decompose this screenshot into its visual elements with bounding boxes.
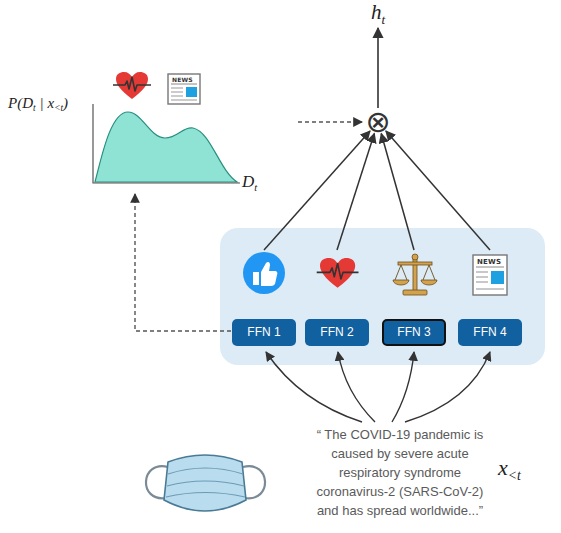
- dashed-arrow: [298, 121, 362, 122]
- operator-node: ⊗: [363, 107, 393, 137]
- expert-label: FFN 3: [382, 319, 446, 346]
- distribution-plot: [93, 104, 240, 183]
- expert-node: FFN 3: [380, 250, 448, 346]
- distribution-plot: [93, 104, 240, 183]
- connector-arrow: [386, 131, 490, 250]
- heart-icon: [113, 77, 151, 91]
- probability-label: ): [63, 95, 68, 111]
- input-text: “ The COVID-19 pandemic is caused by sev…: [317, 427, 484, 518]
- input-arrow: [266, 352, 490, 422]
- output-arrow: [377, 28, 379, 108]
- icon-text: NEWS: [172, 76, 193, 83]
- input-symbol: x<t: [498, 455, 521, 484]
- output-symbol: h: [371, 0, 382, 24]
- mask-illustration: [146, 455, 265, 511]
- distribution-plot: [95, 112, 237, 182]
- subscript: t: [382, 12, 386, 27]
- news-icon: [476, 271, 488, 272]
- scales-icon: [412, 254, 418, 260]
- scales-icon: [393, 280, 409, 285]
- thumbs-up-icon: [243, 252, 285, 294]
- heart-icon: [317, 258, 359, 288]
- news-icon: [171, 99, 197, 100]
- news-icon: [171, 91, 183, 92]
- scales-icon: [398, 262, 432, 265]
- mask-illustration: [243, 466, 265, 498]
- icon-text: NEWS: [477, 258, 501, 266]
- news-icon: [476, 288, 504, 289]
- subscript: t: [254, 182, 257, 193]
- thumbs-up-icon: [253, 272, 259, 285]
- probability-label: | x: [40, 95, 55, 111]
- connector-arrow: [337, 133, 374, 250]
- news-icon: [476, 281, 488, 282]
- probability-label: P(Dt | x<t): [8, 95, 68, 113]
- connector-arrow: [381, 134, 414, 250]
- heart-icon: [317, 264, 359, 279]
- news-icon: [171, 95, 183, 96]
- scales-icon: [395, 265, 435, 280]
- input-symbol: x: [498, 455, 508, 480]
- scales-icon: [403, 290, 427, 295]
- connector-arrow: [264, 131, 370, 250]
- experts-panel: [220, 228, 545, 365]
- dashed-arrow: [135, 194, 231, 331]
- icon-text: NEWS: [477, 258, 501, 266]
- news-icon: [168, 74, 200, 104]
- expert-node: FFN 2: [303, 250, 371, 346]
- expert-node: FFN 1: [230, 250, 298, 346]
- thumbs-up-icon: [253, 262, 277, 286]
- thumbs-up-icon: [261, 262, 277, 286]
- input-arrow: [405, 352, 490, 422]
- expert-label: FFN 2: [305, 319, 369, 346]
- operator-symbol: ⊗: [363, 107, 393, 137]
- subscript: t: [33, 103, 36, 113]
- probability-label: P(D: [8, 95, 33, 111]
- output-symbol: ht: [371, 0, 385, 28]
- input-text: “ The COVID-19 pandemic is caused by sev…: [306, 425, 494, 520]
- news-icon: [476, 267, 504, 268]
- news-icon: [168, 74, 200, 104]
- news-icon: [473, 255, 507, 295]
- expert-label: FFN 1: [232, 319, 296, 346]
- axis-label: Dt: [242, 172, 257, 193]
- thumbs-up-icon: [243, 252, 285, 294]
- input-arrow: [266, 352, 362, 422]
- heart-icon: [113, 72, 151, 99]
- news-icon: [171, 87, 183, 88]
- mask-illustration: [166, 468, 245, 497]
- scales-icon: [393, 254, 437, 295]
- input-arrow: [392, 352, 414, 422]
- expert-label: FFN 4: [458, 319, 522, 346]
- news-icon: [491, 271, 504, 284]
- input-arrow: [338, 352, 375, 422]
- scales-icon: [421, 280, 437, 285]
- news-icon: [476, 276, 488, 277]
- subscript: <t: [508, 468, 521, 483]
- news-icon: [171, 84, 197, 85]
- axis-label: D: [242, 172, 254, 191]
- news-icon: [186, 87, 197, 97]
- news-icon: [473, 255, 507, 295]
- icon-text: NEWS: [172, 76, 193, 83]
- mask-illustration: [164, 455, 246, 511]
- subscript: <t: [54, 103, 63, 113]
